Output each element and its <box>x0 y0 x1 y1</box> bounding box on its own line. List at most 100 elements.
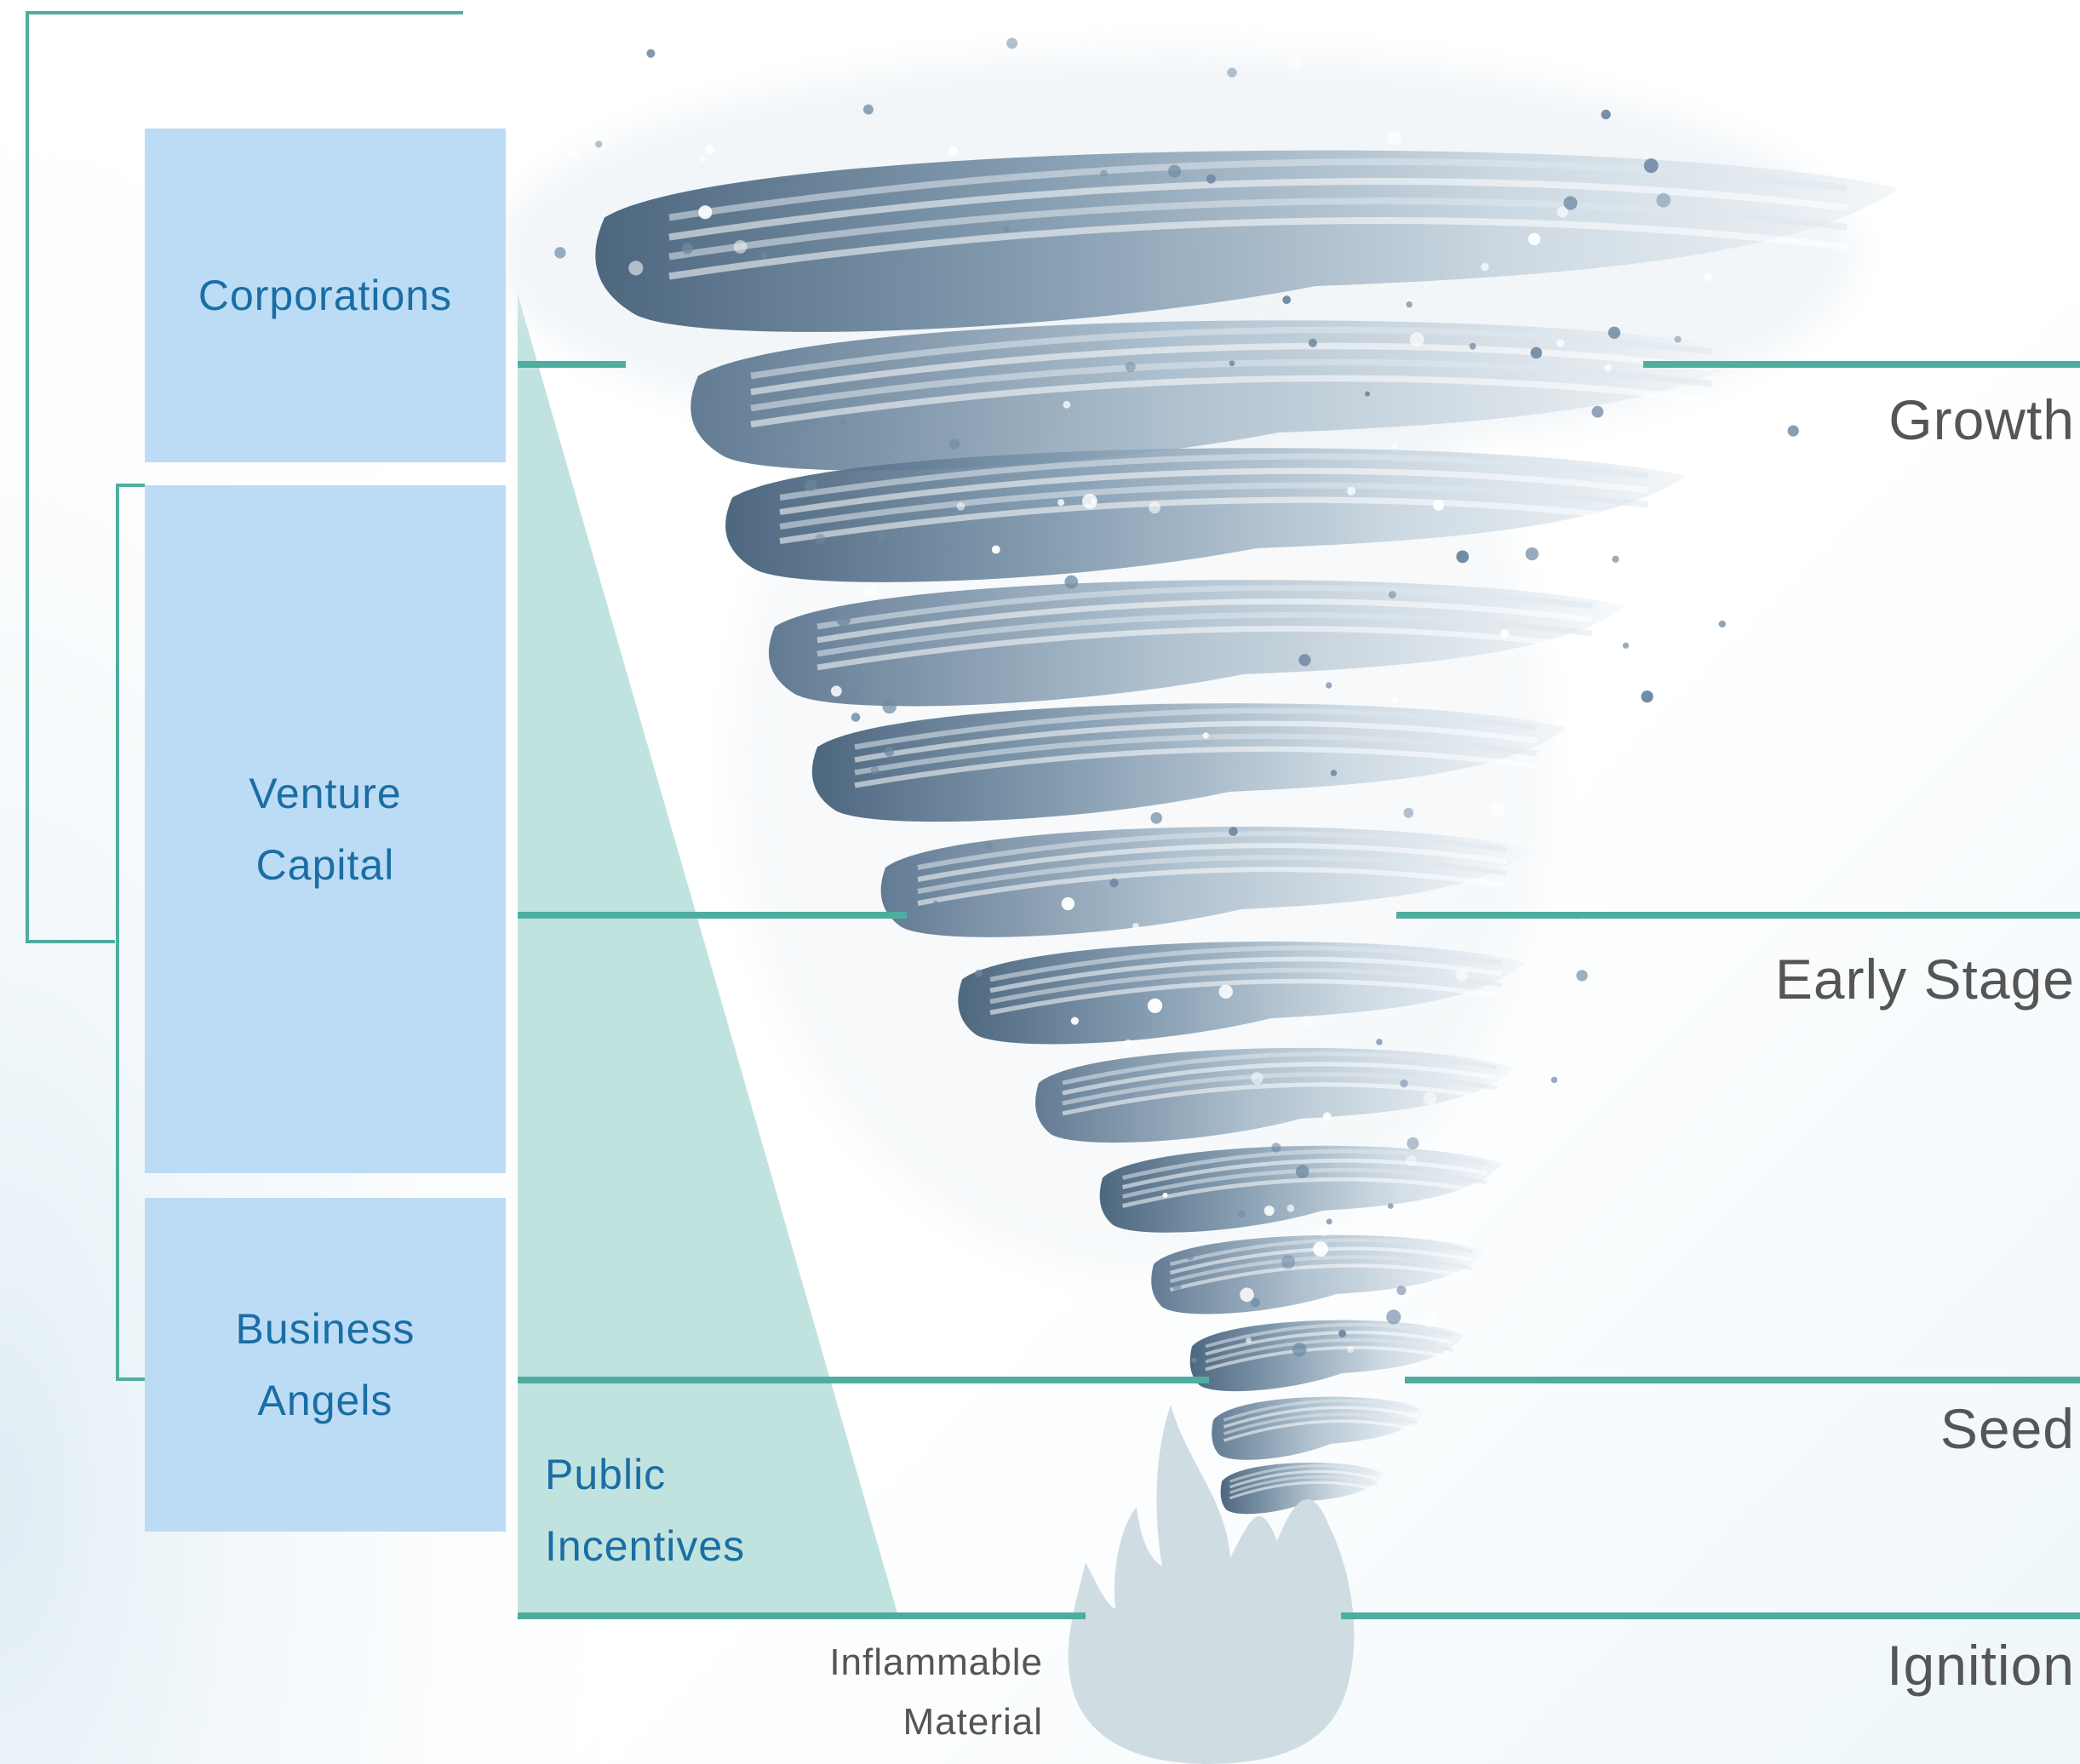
tornado-streak <box>854 733 1538 776</box>
debris-particle <box>1550 1076 1558 1084</box>
tornado-icon <box>494 32 1911 1515</box>
tornado-ribbon <box>880 827 1533 937</box>
tornado-ribbon <box>1035 1047 1516 1143</box>
debris-particle <box>1109 878 1119 888</box>
debris-particle <box>760 251 768 259</box>
debris-particle <box>595 140 603 148</box>
debris-particle <box>884 747 895 757</box>
debris-particle <box>862 104 874 115</box>
tornado-streak <box>750 342 1712 396</box>
tornado-streak <box>1223 1412 1418 1435</box>
tornado-streak <box>1205 1345 1454 1372</box>
debris-particle <box>1313 1241 1328 1257</box>
debris-particle <box>1100 169 1108 177</box>
debris-particle <box>1409 332 1424 347</box>
public-incentives-label-line2: Incentives <box>545 1522 746 1570</box>
stage-lines <box>518 361 2080 1619</box>
debris-particle <box>1530 346 1543 359</box>
debris-particle <box>1694 541 1707 553</box>
public-incentives-label: Public Incentives <box>545 1439 745 1582</box>
debris-particle <box>1318 1225 1329 1236</box>
debris-particle <box>851 713 861 722</box>
tornado-ribbon <box>1099 1145 1503 1233</box>
tornado-streak <box>1229 1464 1378 1483</box>
debris-particle <box>733 240 748 254</box>
tornado-ribbon <box>1189 1320 1464 1392</box>
tornado-streak <box>854 720 1538 763</box>
debris-particle <box>839 418 846 426</box>
bracket-lines <box>26 11 463 1381</box>
tornado-streak <box>668 158 1848 221</box>
tornado-ribbon <box>811 703 1567 822</box>
venture-capital-box: Venture Capital <box>145 485 506 1173</box>
tornado-ribbon <box>690 320 1755 471</box>
tornado-streak <box>1223 1406 1418 1429</box>
debris-particle <box>1563 196 1578 210</box>
debris-particle <box>815 534 826 545</box>
tornado-streak <box>668 177 1848 241</box>
debris-particle <box>1388 1203 1394 1209</box>
debris-particle <box>1456 550 1470 564</box>
debris-particle <box>1172 1282 1182 1292</box>
debris-particle <box>984 841 993 850</box>
debris-particle <box>1400 1080 1408 1088</box>
debris-particle <box>1063 400 1071 409</box>
tornado-streak <box>1121 1167 1487 1199</box>
business-angels-label-line1: Business <box>235 1305 415 1353</box>
debris-particle <box>1406 301 1412 308</box>
debris-particle <box>1406 1155 1417 1166</box>
tornado-streak <box>779 453 1648 501</box>
debris-particle <box>936 32 945 41</box>
tornado-streak <box>779 482 1648 530</box>
inflammable-material-line2: Material <box>902 1701 1043 1743</box>
debris-particle <box>1064 575 1079 589</box>
tornado-streak <box>989 945 1503 982</box>
tornado-streak <box>917 855 1508 894</box>
inflammable-material-label: Inflammable Material <box>829 1633 1043 1752</box>
tornado-streak <box>1169 1255 1473 1284</box>
tornado-streak <box>1121 1158 1487 1189</box>
tornado-streak <box>989 978 1503 1016</box>
tornado-streak <box>1121 1177 1487 1208</box>
tornado-streak <box>1205 1337 1454 1364</box>
debris-particle <box>1282 295 1292 305</box>
debris-particle <box>949 438 960 450</box>
tornado-ribbon <box>1220 1462 1384 1515</box>
tornado-ribbon <box>768 580 1626 707</box>
tornado-streak <box>817 611 1593 657</box>
debris-particle <box>1295 1165 1309 1178</box>
debris-particle <box>870 766 880 775</box>
debris-particle <box>1230 679 1236 684</box>
debris-particle <box>805 479 817 492</box>
debris-particle <box>628 261 644 276</box>
debris-particle <box>932 900 938 906</box>
debris-particle <box>1388 591 1396 599</box>
tornado-streak <box>1223 1399 1418 1422</box>
debris-particle <box>1124 1040 1133 1049</box>
tornado-streak <box>817 584 1593 630</box>
debris-particle <box>1386 1309 1401 1325</box>
debris-particle <box>801 420 808 427</box>
corporations-box: Corporations <box>145 129 506 462</box>
debris-particle <box>1287 54 1302 69</box>
debris-particle <box>1433 499 1444 511</box>
debris-particle <box>956 502 966 511</box>
debris-particle <box>1003 226 1010 233</box>
debris-particle <box>1271 1143 1281 1153</box>
debris-particle <box>1174 1331 1181 1337</box>
debris-particle <box>1326 1218 1332 1225</box>
debris-particle <box>1218 984 1234 999</box>
tornado-streak <box>750 375 1712 428</box>
debris-particle <box>1641 690 1653 703</box>
corporations-label: Corporations <box>198 272 453 319</box>
tornado-streak <box>668 216 1848 280</box>
debris-particle <box>1302 1016 1313 1027</box>
debris-particle <box>1246 1337 1252 1343</box>
tornado-streak <box>989 967 1503 1005</box>
debris-particle <box>1150 812 1162 824</box>
debris-particle <box>1168 164 1181 178</box>
debris-particle <box>1643 158 1659 174</box>
growth-stage-label: Growth <box>1888 388 2075 451</box>
debris-particle <box>1607 326 1621 339</box>
